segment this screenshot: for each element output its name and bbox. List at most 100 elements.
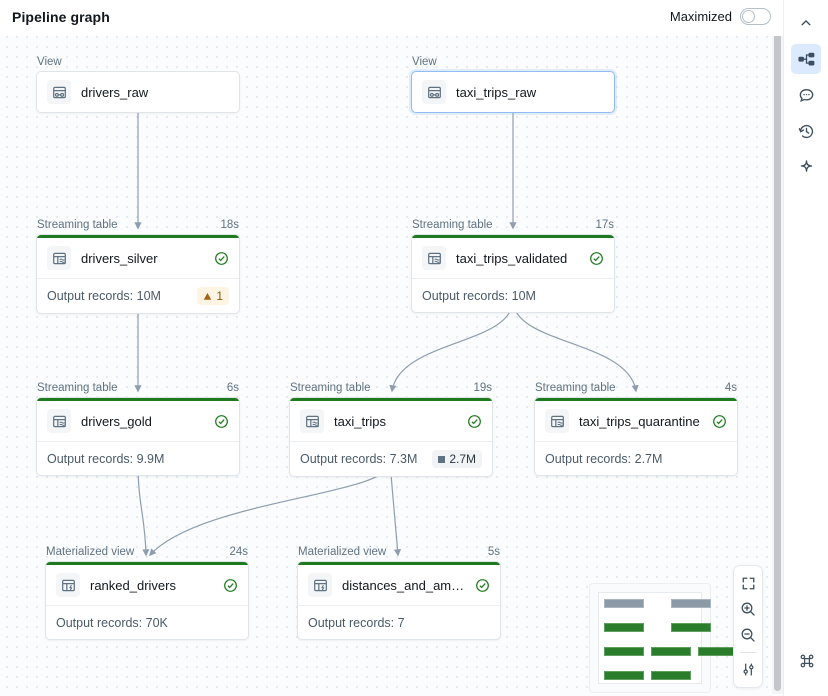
zoom-out-icon[interactable] — [735, 623, 761, 647]
node-header-row: ranked_drivers — [46, 565, 248, 605]
node-footer-row: Output records: 10M — [412, 278, 614, 312]
node-card[interactable]: taxi_trips Output records: 7.3M 2.7M — [289, 397, 493, 477]
minimap-node — [671, 599, 711, 608]
minimap-node — [604, 647, 644, 656]
node-type-label: Streaming table — [535, 382, 616, 394]
node-header-row: drivers_raw — [37, 72, 239, 112]
node-meta: Streaming table 18s — [36, 219, 240, 234]
node-footer-row: Output records: 7.3M 2.7M — [290, 441, 492, 476]
node-card[interactable]: drivers_silver Output records: 10M 1 — [36, 234, 240, 314]
node-duration: 24s — [229, 546, 248, 558]
node-card[interactable]: ranked_drivers Output records: 70K — [45, 561, 249, 640]
square-marker-icon — [438, 455, 446, 463]
node-duration: 4s — [724, 382, 737, 394]
fit-screen-icon[interactable] — [735, 572, 761, 596]
vertical-scrollbar[interactable] — [772, 2, 783, 694]
maximize-toggle-group[interactable]: Maximized — [670, 8, 771, 25]
output-records: Output records: 9.9M — [47, 451, 165, 466]
materialized-view-icon — [308, 573, 332, 597]
view-table-icon — [47, 80, 71, 104]
node-drivers-silver[interactable]: Streaming table 18s drivers — [36, 219, 240, 314]
rail-bottom-group — [784, 646, 828, 682]
right-sidebar-rail — [783, 0, 828, 696]
chat-bubble-icon[interactable] — [791, 80, 821, 110]
history-clock-icon[interactable] — [791, 116, 821, 146]
output-records: Output records: 2.7M — [545, 451, 663, 466]
node-meta: Streaming table 4s — [534, 382, 738, 397]
node-meta: Materialized view 5s — [297, 546, 501, 561]
node-duration: 18s — [220, 219, 239, 231]
node-name: drivers_silver — [81, 250, 158, 266]
node-name: taxi_trips_raw — [456, 84, 537, 100]
node-meta: View — [36, 56, 240, 71]
node-header-row: distances_and_amounts_b... — [298, 565, 500, 605]
node-header-row: taxi_trips_raw — [412, 72, 614, 112]
warning-count: 1 — [216, 289, 223, 303]
node-card[interactable]: taxi_trips_raw — [411, 71, 615, 113]
node-name: drivers_raw — [81, 84, 149, 100]
status-success-icon — [589, 251, 604, 266]
node-distances-and-amounts[interactable]: Materialized view 5s distances_and_amoun… — [297, 546, 501, 640]
node-drivers-gold[interactable]: Streaming table 6s drivers_ — [36, 382, 240, 476]
output-records: Output records: 7 — [308, 615, 405, 630]
node-type-label: Streaming table — [37, 382, 118, 394]
streaming-table-icon — [545, 409, 569, 433]
status-top-bar — [37, 235, 239, 238]
command-key-icon[interactable] — [792, 646, 822, 676]
node-taxi-trips-raw[interactable]: View taxi_trips_raw — [411, 56, 615, 113]
status-top-bar — [37, 398, 239, 401]
minimap-node — [604, 599, 644, 608]
node-type-label: View — [37, 56, 62, 68]
node-name: distances_and_amounts_b... — [342, 577, 465, 593]
node-header-row: drivers_silver — [37, 238, 239, 278]
zoom-controls[interactable] — [733, 565, 763, 688]
pipeline-graph-icon[interactable] — [791, 44, 821, 74]
node-taxi-trips-validated[interactable]: Streaming table 17s taxi_tr — [411, 219, 615, 313]
output-records: Output records: 70K — [56, 615, 168, 630]
node-name: taxi_trips — [334, 413, 387, 429]
minimap-node — [604, 671, 644, 680]
node-footer-row: Output records: 70K — [46, 605, 248, 639]
node-header-row: taxi_trips — [290, 401, 492, 441]
node-header-row: taxi_trips_validated — [412, 238, 614, 278]
zoom-in-icon[interactable] — [735, 598, 761, 622]
node-footer-row: Output records: 7 — [298, 605, 500, 639]
warning-badge[interactable]: 1 — [197, 287, 229, 305]
chevron-up-icon[interactable] — [791, 8, 821, 38]
node-taxi-trips[interactable]: Streaming table 19s taxi_tr — [289, 382, 493, 477]
minimap-viewport[interactable] — [598, 592, 738, 684]
node-card[interactable]: taxi_trips_quarantine Output records: 2.… — [534, 397, 738, 476]
maximize-toggle[interactable] — [740, 8, 771, 25]
node-type-label: Streaming table — [37, 219, 118, 231]
node-duration: 19s — [473, 382, 492, 394]
node-card[interactable]: drivers_raw — [36, 71, 240, 113]
header-bar: Pipeline graph Maximized — [0, 0, 783, 36]
status-success-icon — [214, 251, 229, 266]
materialized-view-icon — [56, 573, 80, 597]
minimap-node — [604, 623, 644, 632]
status-success-icon — [467, 414, 482, 429]
minimap[interactable] — [589, 583, 738, 693]
node-taxi-trips-quarantine[interactable]: Streaming table 4s taxi_tri — [534, 382, 738, 476]
node-duration: 5s — [487, 546, 500, 558]
node-card[interactable]: drivers_gold Output records: 9.9M — [36, 397, 240, 476]
node-meta: Streaming table 6s — [36, 382, 240, 397]
node-card[interactable]: taxi_trips_validated Output records: 10M — [411, 234, 615, 313]
toggle-knob — [742, 10, 755, 23]
status-top-bar — [535, 398, 737, 401]
output-records: Output records: 10M — [47, 289, 161, 303]
node-card[interactable]: distances_and_amounts_b... Output record… — [297, 561, 501, 640]
scrollbar-thumb[interactable] — [774, 5, 781, 691]
status-top-bar — [46, 562, 248, 565]
minimap-node — [671, 623, 711, 632]
sparkle-assistant-icon[interactable] — [791, 152, 821, 182]
dropped-records-badge[interactable]: 2.7M — [432, 450, 482, 468]
page-title: Pipeline graph — [12, 9, 110, 25]
graph-canvas[interactable]: View drivers_raw — [0, 30, 783, 696]
sliders-icon[interactable] — [735, 658, 761, 682]
minimap-node — [651, 647, 691, 656]
maximize-label: Maximized — [669, 9, 732, 24]
node-ranked-drivers[interactable]: Materialized view 24s ranked_drivers — [45, 546, 249, 640]
node-drivers-raw[interactable]: View drivers_raw — [36, 56, 240, 113]
status-success-icon — [712, 414, 727, 429]
